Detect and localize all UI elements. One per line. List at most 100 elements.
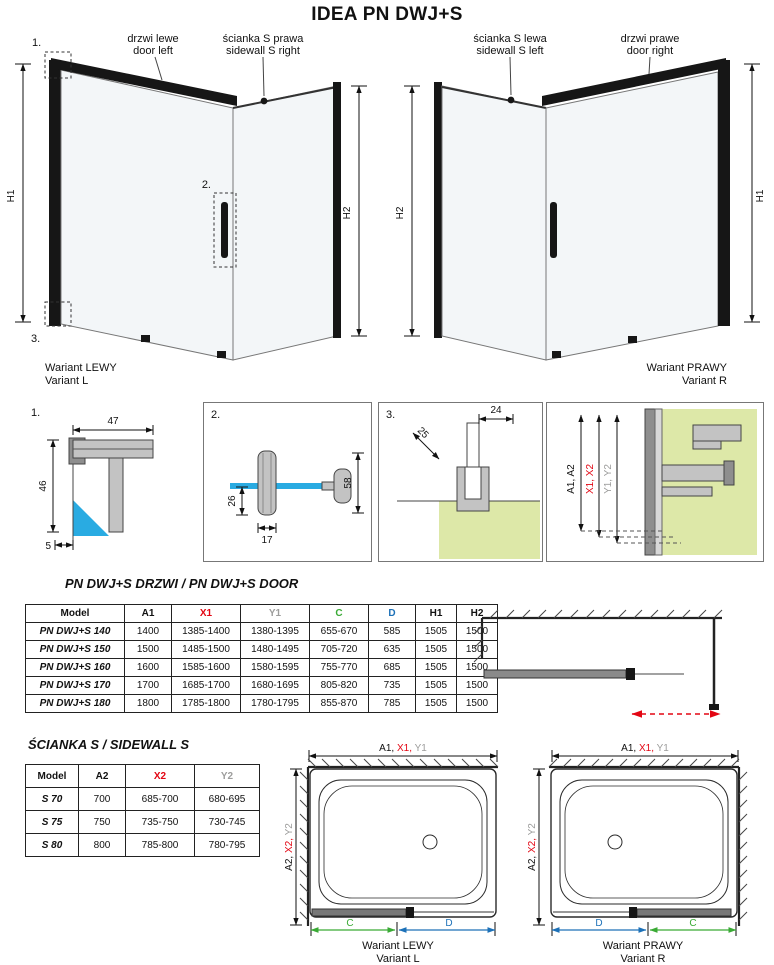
tub-outline — [309, 768, 497, 918]
cell: 785 — [368, 694, 416, 713]
callout-2: 2. — [202, 179, 211, 191]
cell: 805-820 — [309, 676, 369, 695]
corner-top-view — [473, 609, 723, 718]
dim-h2: H2 — [342, 85, 367, 337]
cell: 1780-1795 — [240, 694, 310, 713]
svg-text:47: 47 — [107, 416, 119, 427]
cell: 1800 — [124, 694, 172, 713]
col-model: Model — [25, 604, 125, 623]
svg-text:17: 17 — [261, 535, 273, 546]
cell: 785-800 — [125, 833, 195, 857]
detail-4: A1, A2 X1, X2 Y1, Y2 — [546, 402, 764, 562]
sidewall-end-profile — [709, 704, 719, 710]
variant-left-caption-pl: Wariant LEWY — [45, 362, 117, 374]
table-header-row: Model A1 X1 Y1 C D H1 H2 — [25, 604, 498, 623]
sliding-door-top — [483, 669, 627, 679]
svg-text:A2, X2, Y2: A2, X2, Y2 — [527, 823, 538, 871]
cell: 1785-1800 — [171, 694, 241, 713]
cell: 1380-1395 — [240, 622, 310, 641]
glass-holder-section — [108, 457, 124, 533]
cell: 755-770 — [309, 658, 369, 677]
dim-c-d: C D — [310, 918, 496, 936]
cell: 1505 — [415, 640, 457, 659]
table-row: S 80 800 785-800 780-795 — [25, 833, 260, 857]
cell: 1700 — [124, 676, 172, 695]
dim-a2-x2-y2: A2, X2, Y2 — [284, 768, 302, 926]
roller-profile — [257, 450, 277, 516]
dim-24: 24 — [478, 405, 514, 424]
dim-a1-x1-y1: A1, X1, Y1 — [308, 743, 498, 762]
col-h1: H1 — [415, 604, 457, 623]
door-glass-panel — [60, 69, 234, 361]
col-x1: X1 — [171, 604, 241, 623]
tub-top-view-left: A1, X1, Y1 A2, X2, Y2 C D — [284, 743, 499, 936]
callout-1: 1. — [32, 37, 41, 49]
sidewall-section-heading: ŚCIANKA S / SIDEWALL S — [28, 737, 190, 752]
cell: 700 — [78, 787, 126, 811]
sidewall-label-en: sidewall S right — [226, 45, 300, 57]
cell: 635 — [368, 640, 416, 659]
tub-right-caption-pl: Wariant PRAWY — [602, 940, 684, 952]
svg-text:25: 25 — [415, 425, 431, 441]
cell-model: PN DWJ+S 150 — [25, 640, 125, 659]
sliding-door-top — [311, 908, 407, 917]
svg-text:58: 58 — [343, 477, 354, 489]
dim-a1-a2: A1, A2 — [566, 414, 584, 532]
table-row: PN DWJ+S 140 1400 1385-1400 1380-1395 65… — [25, 622, 498, 641]
variant-right-caption: Wariant PRAWY Variant R — [595, 362, 727, 388]
cell: 705-720 — [309, 640, 369, 659]
cell: 780-795 — [194, 833, 260, 857]
dim-h1-label: H1 — [755, 189, 766, 202]
svg-text:A1, X1, Y1: A1, X1, Y1 — [621, 743, 669, 754]
dim-17: 17 — [257, 523, 277, 546]
cell: 1505 — [415, 676, 457, 695]
dim-a2-x2-y2: A2, X2, Y2 — [527, 768, 545, 926]
tub-top-view-right: A1, X1, Y1 A2, X2, Y2 D C — [527, 743, 748, 936]
detail-3-number: 3. — [386, 409, 395, 421]
dim-h1: H1 — [6, 63, 31, 323]
sidewall-glass-panel — [232, 85, 338, 361]
dim-h2-label: H2 — [342, 206, 353, 219]
cell: 585 — [368, 622, 416, 641]
svg-text:5: 5 — [45, 541, 51, 552]
dim-58: 58 — [343, 452, 364, 514]
dim-5: 5 — [45, 464, 74, 552]
tub-right-caption: Wariant PRAWY Variant R — [527, 940, 759, 965]
wall-profile — [49, 60, 61, 326]
cell: 800 — [78, 833, 126, 857]
door-handle — [550, 202, 557, 258]
svg-text:A1, X1, Y1: A1, X1, Y1 — [379, 743, 427, 754]
profile-arm-upper — [692, 424, 742, 442]
svg-text:46: 46 — [38, 480, 49, 492]
cell: 1505 — [415, 622, 457, 641]
mount-dot — [507, 96, 515, 104]
detail-2-number: 2. — [211, 409, 220, 421]
variant-left-caption: Wariant LEWY Variant L — [45, 362, 117, 388]
sidewall-glass-panel — [441, 85, 547, 361]
tub-outline — [550, 768, 738, 918]
col-d: D — [368, 604, 416, 623]
table-row: PN DWJ+S 170 1700 1685-1700 1680-1695 80… — [25, 676, 498, 695]
bottom-roller — [628, 336, 637, 343]
detail-2: 2. 26 17 58 — [203, 402, 372, 562]
tub-right-caption-en: Variant R — [620, 953, 666, 965]
dim-d-label: D — [445, 918, 452, 929]
variant-left-caption-en: Variant L — [45, 375, 89, 387]
glass-section — [230, 483, 330, 489]
cell: 1385-1400 — [171, 622, 241, 641]
handle-grip — [333, 468, 352, 504]
cell: 735 — [368, 676, 416, 695]
col-model: Model — [25, 764, 79, 788]
door-handle-profile — [626, 668, 635, 680]
callout-2-box — [213, 192, 237, 268]
bottom-roller — [141, 335, 150, 342]
cell-model: PN DWJ+S 170 — [25, 676, 125, 695]
cell-model: S 70 — [25, 787, 79, 811]
dim-46: 46 — [38, 439, 59, 533]
col-x2: X2 — [125, 764, 195, 788]
dim-h2-label: H2 — [395, 206, 406, 219]
bottom-roller — [217, 351, 226, 358]
cell: 1500 — [456, 694, 498, 713]
sidewall-end-profile — [333, 82, 341, 338]
diagram-variant-left: drzwi lewe door left ścianka S prawa sid… — [6, 33, 367, 361]
